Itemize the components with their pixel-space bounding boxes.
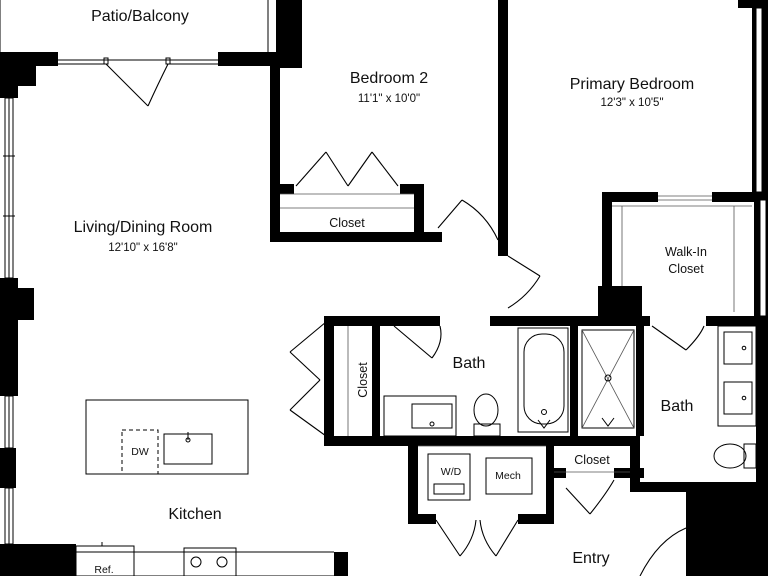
washer-dryer [427,453,471,501]
room-label-patio: Patio/Balcony [91,8,189,25]
refrigerator-label: Ref. [94,564,113,576]
room-label-kitchen: Kitchen [168,506,221,523]
refrigerator [75,545,135,576]
room-dims-living-dining: 12'10" x 16'8" [108,242,177,254]
mech-label: Mech [495,470,521,482]
closet-label-hall: Closet [356,362,370,398]
fixtures [75,325,757,576]
hall-bath-vanity [383,395,457,437]
walk-in-closet-label-line1: Walk-In [665,245,707,259]
labels: Patio/Balcony Bedroom 2 11'1" x 10'0" Pr… [74,8,707,576]
toilet [473,393,499,427]
primary-bath-vanity [717,325,757,427]
dishwasher-label: DW [131,446,149,458]
closet-label-bedroom-2: Closet [329,216,365,230]
bathtub [517,327,569,433]
room-label-entry: Entry [572,550,609,567]
closet-label-entry: Closet [574,453,610,467]
room-dims-bedroom-2: 11'1" x 10'0" [358,93,420,105]
room-dims-primary-bedroom: 12'3" x 10'5" [600,97,663,109]
room-label-living-dining: Living/Dining Room [74,219,213,236]
washer-dryer-label: W/D [441,466,462,478]
walk-in-closet-label-line2: Closet [668,262,704,276]
kitchen-island [85,399,249,475]
primary-toilet [713,443,747,469]
shower [581,329,635,429]
mechanical [485,457,533,495]
room-label-bedroom-2: Bedroom 2 [350,70,428,87]
room-label-primary-bedroom: Primary Bedroom [570,76,694,93]
range [183,547,237,576]
room-label-primary-bath: Bath [661,398,694,415]
dishwasher [121,429,159,475]
windows [0,0,767,545]
doors [58,57,752,576]
room-label-hall-bath: Bath [453,355,486,372]
